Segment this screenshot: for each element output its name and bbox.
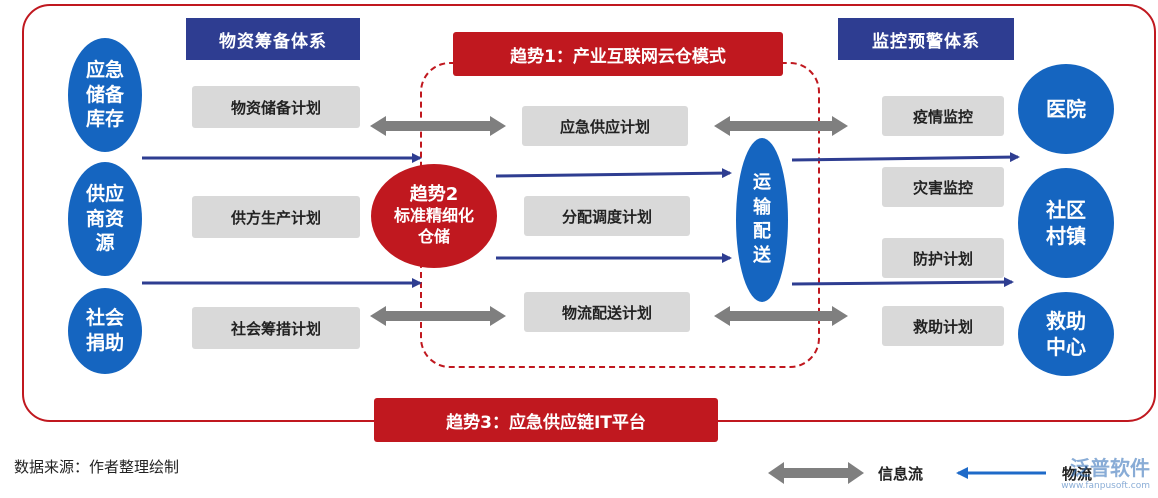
disaster-monitor-box: 灾害监控 (882, 167, 1004, 207)
legend-info-label: 信息流 (878, 465, 924, 483)
watermark-url: www.fanpusoft.com (1061, 481, 1150, 491)
legend-info-arrow (768, 462, 864, 484)
reserve-stock-node: 应急储备库存 (68, 38, 142, 152)
rescue-plan-box: 救助计划 (882, 306, 1004, 346)
emergency-plan-box: 应急供应计划 (522, 106, 688, 146)
trend2-body: 标准精细化仓储 (394, 206, 475, 246)
rescue-center-label: 救助中心 (1046, 309, 1086, 359)
donation-node: 社会捐助 (68, 288, 142, 374)
epidemic-monitor-box: 疫情监控 (882, 96, 1004, 136)
info-flow-arrow (714, 306, 848, 326)
supplier-node: 供应商资源 (68, 162, 142, 276)
logistics-arrow (791, 152, 1020, 163)
reserve-plan-box: 物资储备计划 (192, 86, 360, 128)
donation-label: 社会捐助 (85, 307, 124, 354)
info-flow-arrow (370, 306, 506, 326)
source-note: 数据来源：作者整理绘制 (14, 458, 180, 476)
logistics-arrow (791, 277, 1014, 288)
logistics-arrow (495, 168, 732, 179)
dispatch-plan-box: 分配调度计划 (524, 196, 690, 236)
rescue-center-node: 救助中心 (1018, 292, 1114, 376)
info-flow-arrow (714, 116, 848, 136)
trend2-title: 趋势2 (409, 184, 459, 206)
transport-node: 运输配送 (736, 138, 788, 302)
community-label: 社区村镇 (1046, 198, 1086, 248)
reserve-stock-label: 应急储备库存 (85, 58, 124, 131)
hospital-label: 医院 (1046, 97, 1086, 121)
supply-plan-box: 供方生产计划 (192, 196, 360, 238)
hospital-node: 医院 (1018, 64, 1114, 154)
monitor-system-header: 监控预警体系 (838, 18, 1014, 60)
trend1-header: 趋势1：产业互联网云仓模式 (453, 32, 783, 76)
protection-plan-box: 防护计划 (882, 238, 1004, 278)
logistics-plan-box: 物流配送计划 (524, 292, 690, 332)
trend3-header: 趋势3：应急供应链IT平台 (374, 398, 718, 442)
watermark-name: 泛普软件 (1070, 456, 1150, 480)
legend-logistics-label: 物流 (1062, 465, 1093, 483)
community-node: 社区村镇 (1018, 168, 1114, 278)
watermark-logo: 泛普软件 www.fanpusoft.com (1026, 452, 1150, 496)
raise-plan-box: 社会筹措计划 (192, 307, 360, 349)
info-flow-arrow (370, 116, 506, 136)
supplier-label: 供应商资源 (85, 182, 124, 255)
transport-label: 运输配送 (753, 172, 771, 267)
material-system-header: 物资筹备体系 (186, 18, 360, 60)
trend2-node: 趋势2 标准精细化仓储 (371, 164, 497, 268)
